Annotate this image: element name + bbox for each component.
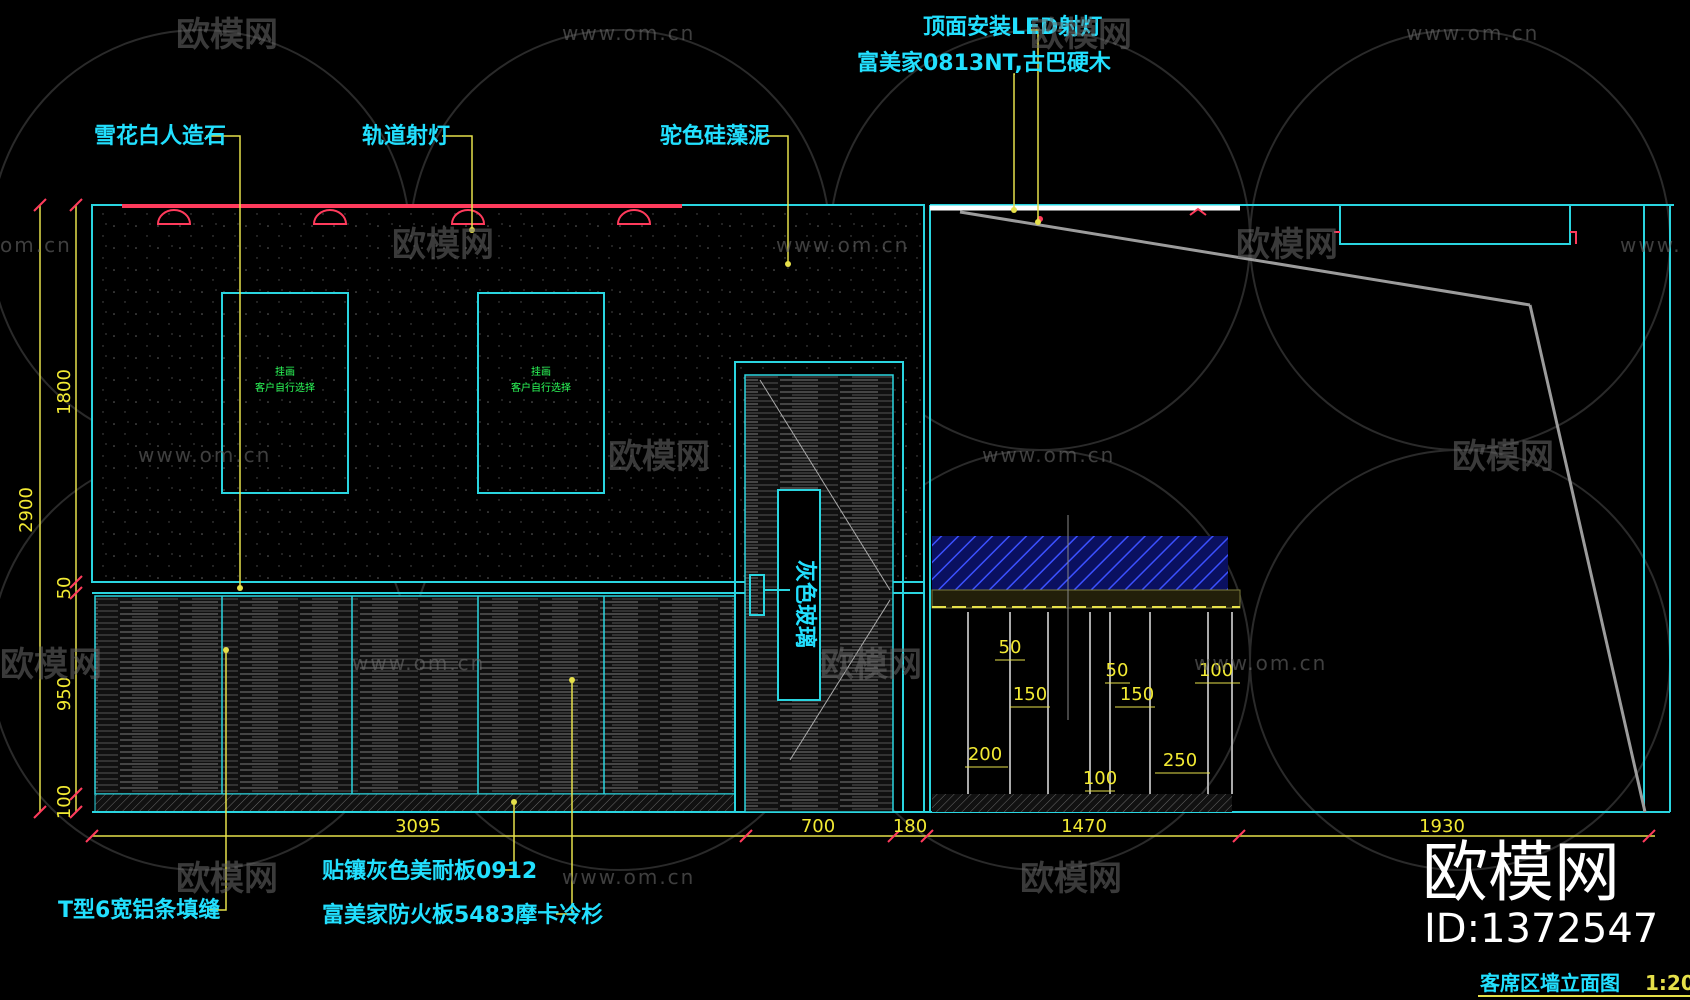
frame-left-line1: 挂画 xyxy=(275,365,295,378)
dim-v-2: 50 xyxy=(54,577,75,600)
right-wall xyxy=(923,204,1674,813)
watermark-url-partial-right: www. xyxy=(1620,233,1682,257)
frame-left-line2: 客户自行选择 xyxy=(255,381,315,394)
watermark-url: www.om.cn xyxy=(562,21,695,45)
cabinet-dimensions: 50 150 50 150 100 200 100 250 xyxy=(965,637,1240,792)
dim-v-3: 950 xyxy=(54,677,75,711)
watermark-brand: 欧模网 xyxy=(392,225,494,265)
watermark-url: www.om.cn xyxy=(1406,21,1539,45)
watermark-url: www.om.cn xyxy=(138,443,271,467)
watermark-url: www.om.cn xyxy=(562,865,695,889)
cab-dim-7: 100 xyxy=(1083,768,1117,789)
cab-dim-1: 50 xyxy=(999,637,1022,658)
watermark-brand: 欧模网 xyxy=(820,645,922,685)
label-snowflake-stone: 雪花白人造石 xyxy=(94,123,226,149)
door-glass-label: 灰色玻璃 xyxy=(792,560,818,648)
picture-frame-right: 挂画 客户自行选择 xyxy=(477,292,605,494)
label-track-light: 轨道射灯 xyxy=(362,123,450,149)
label-gray-panel: 贴镶灰色美耐板0912 xyxy=(322,858,537,884)
cab-dim-3: 50 xyxy=(1106,660,1129,681)
dim-h-2: 700 xyxy=(801,816,835,837)
dim-h-3: 180 xyxy=(893,816,927,837)
door: 灰色玻璃 xyxy=(734,361,904,813)
watermarks: 欧模网 欧模网 欧模网 欧模网 欧模网 欧模网 欧模网 欧模网 欧模网 欧模网 … xyxy=(0,15,1682,899)
drawing-scale: 1:20 xyxy=(1645,971,1690,995)
cab-dim-6: 200 xyxy=(968,744,1002,765)
dim-v-4: 100 xyxy=(54,785,75,819)
callout-leaders xyxy=(206,29,1039,915)
label-ceiling-led: 顶面安装LED射灯 xyxy=(923,14,1102,40)
label-fire-board: 富美家防火板5483摩卡冷杉 xyxy=(322,902,603,928)
cab-dim-8: 250 xyxy=(1163,750,1197,771)
watermark-brand: 欧模网 xyxy=(1236,225,1338,265)
dim-h-4: 1470 xyxy=(1061,816,1107,837)
label-diatom-mud: 驼色硅藻泥 xyxy=(660,123,770,149)
watermark-brand: 欧模网 xyxy=(1452,437,1554,477)
picture-frame-left: 挂画 客户自行选择 xyxy=(221,292,349,494)
vertical-dimension-lines: 2900 1800 50 950 100 xyxy=(16,198,83,819)
frame-right-line1: 挂画 xyxy=(531,365,551,378)
watermark-url: www.om.cn xyxy=(776,233,909,257)
cab-dim-5: 100 xyxy=(1199,660,1233,681)
title-block: 客席区墙立面图 1:20 xyxy=(1478,971,1690,997)
watermark-url: www.om.cn xyxy=(352,651,485,675)
watermark-brand: 欧模网 xyxy=(0,645,102,685)
dim-h-1: 3095 xyxy=(395,816,441,837)
cab-dim-2: 150 xyxy=(1013,684,1047,705)
dim-v-total: 2900 xyxy=(16,487,37,533)
dim-v-1: 1800 xyxy=(54,369,75,415)
watermark-url: www.om.cn xyxy=(1194,651,1327,675)
frame-right-line2: 客户自行选择 xyxy=(511,381,571,394)
model-id: ID:1372547 xyxy=(1424,906,1658,952)
cab-dim-4: 150 xyxy=(1120,684,1154,705)
dim-h-5: 1930 xyxy=(1419,816,1465,837)
cabinet xyxy=(931,515,1241,812)
drawing-title: 客席区墙立面图 xyxy=(1479,971,1620,995)
horizontal-dimension-line: 3095 700 180 1470 1930 xyxy=(85,816,1656,843)
watermark-brand: 欧模网 xyxy=(176,859,278,899)
watermark-brand: 欧模网 xyxy=(1020,859,1122,899)
label-aluminum-strip: T型6宽铝条填缝 xyxy=(58,897,220,923)
watermark-brand: 欧模网 xyxy=(1030,15,1132,55)
watermark-url-partial: om.cn xyxy=(0,233,72,257)
label-ceiling-wood: 富美家0813NT,古巴硬木 xyxy=(857,50,1112,76)
callout-dots xyxy=(223,207,1041,805)
watermark-brand: 欧模网 xyxy=(176,15,278,55)
watermark-brand: 欧模网 xyxy=(608,437,710,477)
track-light-icon xyxy=(156,209,652,225)
watermark-url: www.om.cn xyxy=(982,443,1115,467)
brand-logo-text: 欧模网 xyxy=(1422,834,1620,911)
